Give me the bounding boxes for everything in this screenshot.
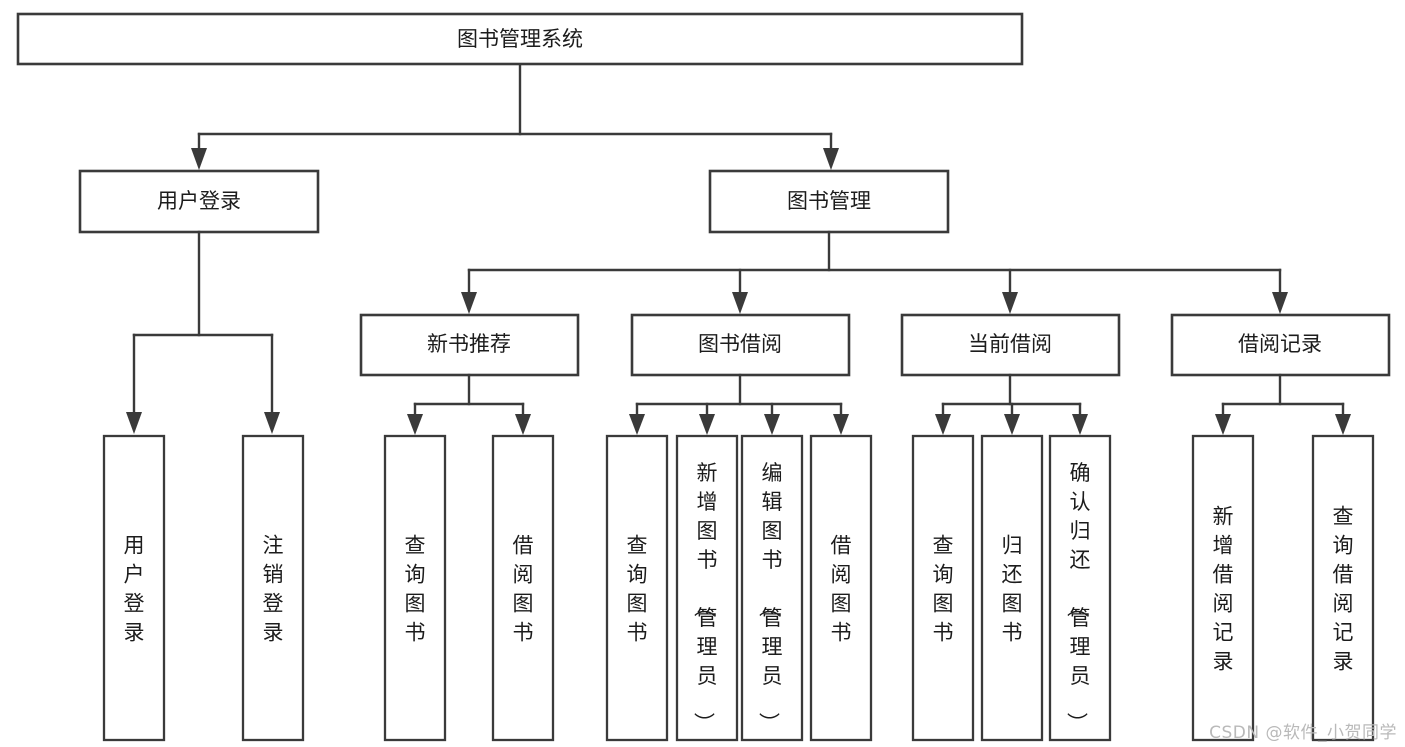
leaf-query-record[interactable]: 查询借阅记录 [1311,434,1375,742]
node-borrow-record-label: 借阅记录 [1238,332,1322,356]
leaf-query-book-2-box[interactable] [605,434,669,742]
leaf-add-record[interactable]: 新增借阅记录 [1191,434,1255,742]
node-user-login-label: 用户登录 [157,189,241,213]
leaf-query-record-box[interactable] [1311,434,1375,742]
node-new-book-recommend-box[interactable] [359,313,580,377]
leaf-query-book-2[interactable]: 查询图书 [605,434,669,742]
leaf-query-book-1-label: 查询图书 [405,534,426,645]
leaf-confirm-return[interactable]: 确认归还（管理员） [1048,434,1112,742]
arrow-head-icon [1335,414,1351,435]
leaf-borrow-book-1-box[interactable] [491,434,555,742]
arrow-head-icon [935,414,951,435]
arrow-head-icon [699,414,715,435]
node-book-borrow-label: 图书借阅 [698,332,782,356]
arrow-head-icon [1004,414,1020,435]
arrow-head-icon [1072,414,1088,435]
leaf-add-record-label: 新增借阅记录 [1213,505,1234,674]
arrow-head-icon [1272,292,1288,314]
arrow-head-icon [264,412,280,434]
arrow-head-icon [407,414,423,435]
node-user-login[interactable]: 用户登录 [78,169,320,234]
leaf-query-book-3[interactable]: 查询图书 [911,434,975,742]
arrow-head-icon [823,148,839,170]
leaf-edit-book-label: 编辑图书（管理员） [757,461,783,733]
arrow-head-icon [191,148,207,170]
leaf-borrow-book-1[interactable]: 借阅图书 [491,434,555,742]
arrow-head-icon [1215,414,1231,435]
leaf-user-login[interactable]: 用户登录 [102,434,166,742]
leaf-borrow-book-2-box[interactable] [809,434,873,742]
leaf-edit-book-box[interactable] [740,434,804,742]
leaf-query-book-1-box[interactable] [383,434,447,742]
node-book-manage-label: 图书管理 [787,189,871,213]
node-new-book-recommend[interactable]: 新书推荐 [359,313,580,377]
leaf-query-book-3-label: 查询图书 [933,534,954,645]
connector-book-borrow-to-leaves [629,373,849,435]
leaf-confirm-return-box[interactable] [1048,434,1112,742]
arrow-head-icon [629,414,645,435]
leaf-add-book-label: 新增图书（管理员） [692,461,718,733]
arrow-head-icon [833,414,849,435]
arrow-head-icon [732,292,748,314]
connector-root-to-level2 [191,62,839,170]
leaf-return-book-label: 归还图书 [1002,534,1023,645]
node-book-borrow[interactable]: 图书借阅 [630,313,851,377]
connector-book-manage-to-level3 [461,230,1288,314]
node-borrow-record[interactable]: 借阅记录 [1170,313,1391,377]
leaf-borrow-book-2[interactable]: 借阅图书 [809,434,873,742]
leaf-edit-book[interactable]: 编辑图书（管理员） [740,434,804,742]
leaf-user-login-label: 用户登录 [124,534,145,645]
leaf-query-book-2-label: 查询图书 [627,534,648,645]
node-root[interactable]: 图书管理系统 [16,12,1024,66]
connector-borrow-record-to-leaves [1215,373,1351,435]
leaf-return-book-box[interactable] [980,434,1044,742]
node-borrow-record-box[interactable] [1170,313,1391,377]
leaf-query-record-label: 查询借阅记录 [1333,505,1354,674]
leaf-query-book-3-box[interactable] [911,434,975,742]
leaf-add-book-box[interactable] [675,434,739,742]
node-current-borrow-box[interactable] [900,313,1121,377]
node-current-borrow[interactable]: 当前借阅 [900,313,1121,377]
leaf-return-book[interactable]: 归还图书 [980,434,1044,742]
node-book-manage[interactable]: 图书管理 [708,169,950,234]
leaf-user-logout[interactable]: 注销登录 [241,434,305,742]
leaf-user-logout-label: 注销登录 [263,534,284,645]
leaf-add-record-box[interactable] [1191,434,1255,742]
node-new-book-recommend-label: 新书推荐 [427,332,511,356]
node-root-box[interactable] [16,12,1024,66]
node-current-borrow-label: 当前借阅 [968,332,1052,356]
leaf-borrow-book-1-label: 借阅图书 [513,534,534,645]
connector-user-login-to-leaves [126,230,280,434]
arrow-head-icon [126,412,142,434]
leaf-user-login-box[interactable] [102,434,166,742]
arrow-head-icon [1002,292,1018,314]
leaf-query-book-1[interactable]: 查询图书 [383,434,447,742]
arrow-head-icon [515,414,531,435]
node-root-label: 图书管理系统 [457,27,583,51]
leaf-confirm-return-label: 确认归还（管理员） [1065,461,1091,733]
node-book-manage-box[interactable] [708,169,950,234]
leaf-borrow-book-2-label: 借阅图书 [831,534,852,645]
leaf-add-book[interactable]: 新增图书（管理员） [675,434,739,742]
leaf-user-logout-box[interactable] [241,434,305,742]
arrow-head-icon [461,292,477,314]
connector-current-borrow-to-leaves [935,373,1088,435]
connector-new-book-recommend-to-leaves [407,373,531,435]
node-book-borrow-box[interactable] [630,313,851,377]
arrow-head-icon [764,414,780,435]
